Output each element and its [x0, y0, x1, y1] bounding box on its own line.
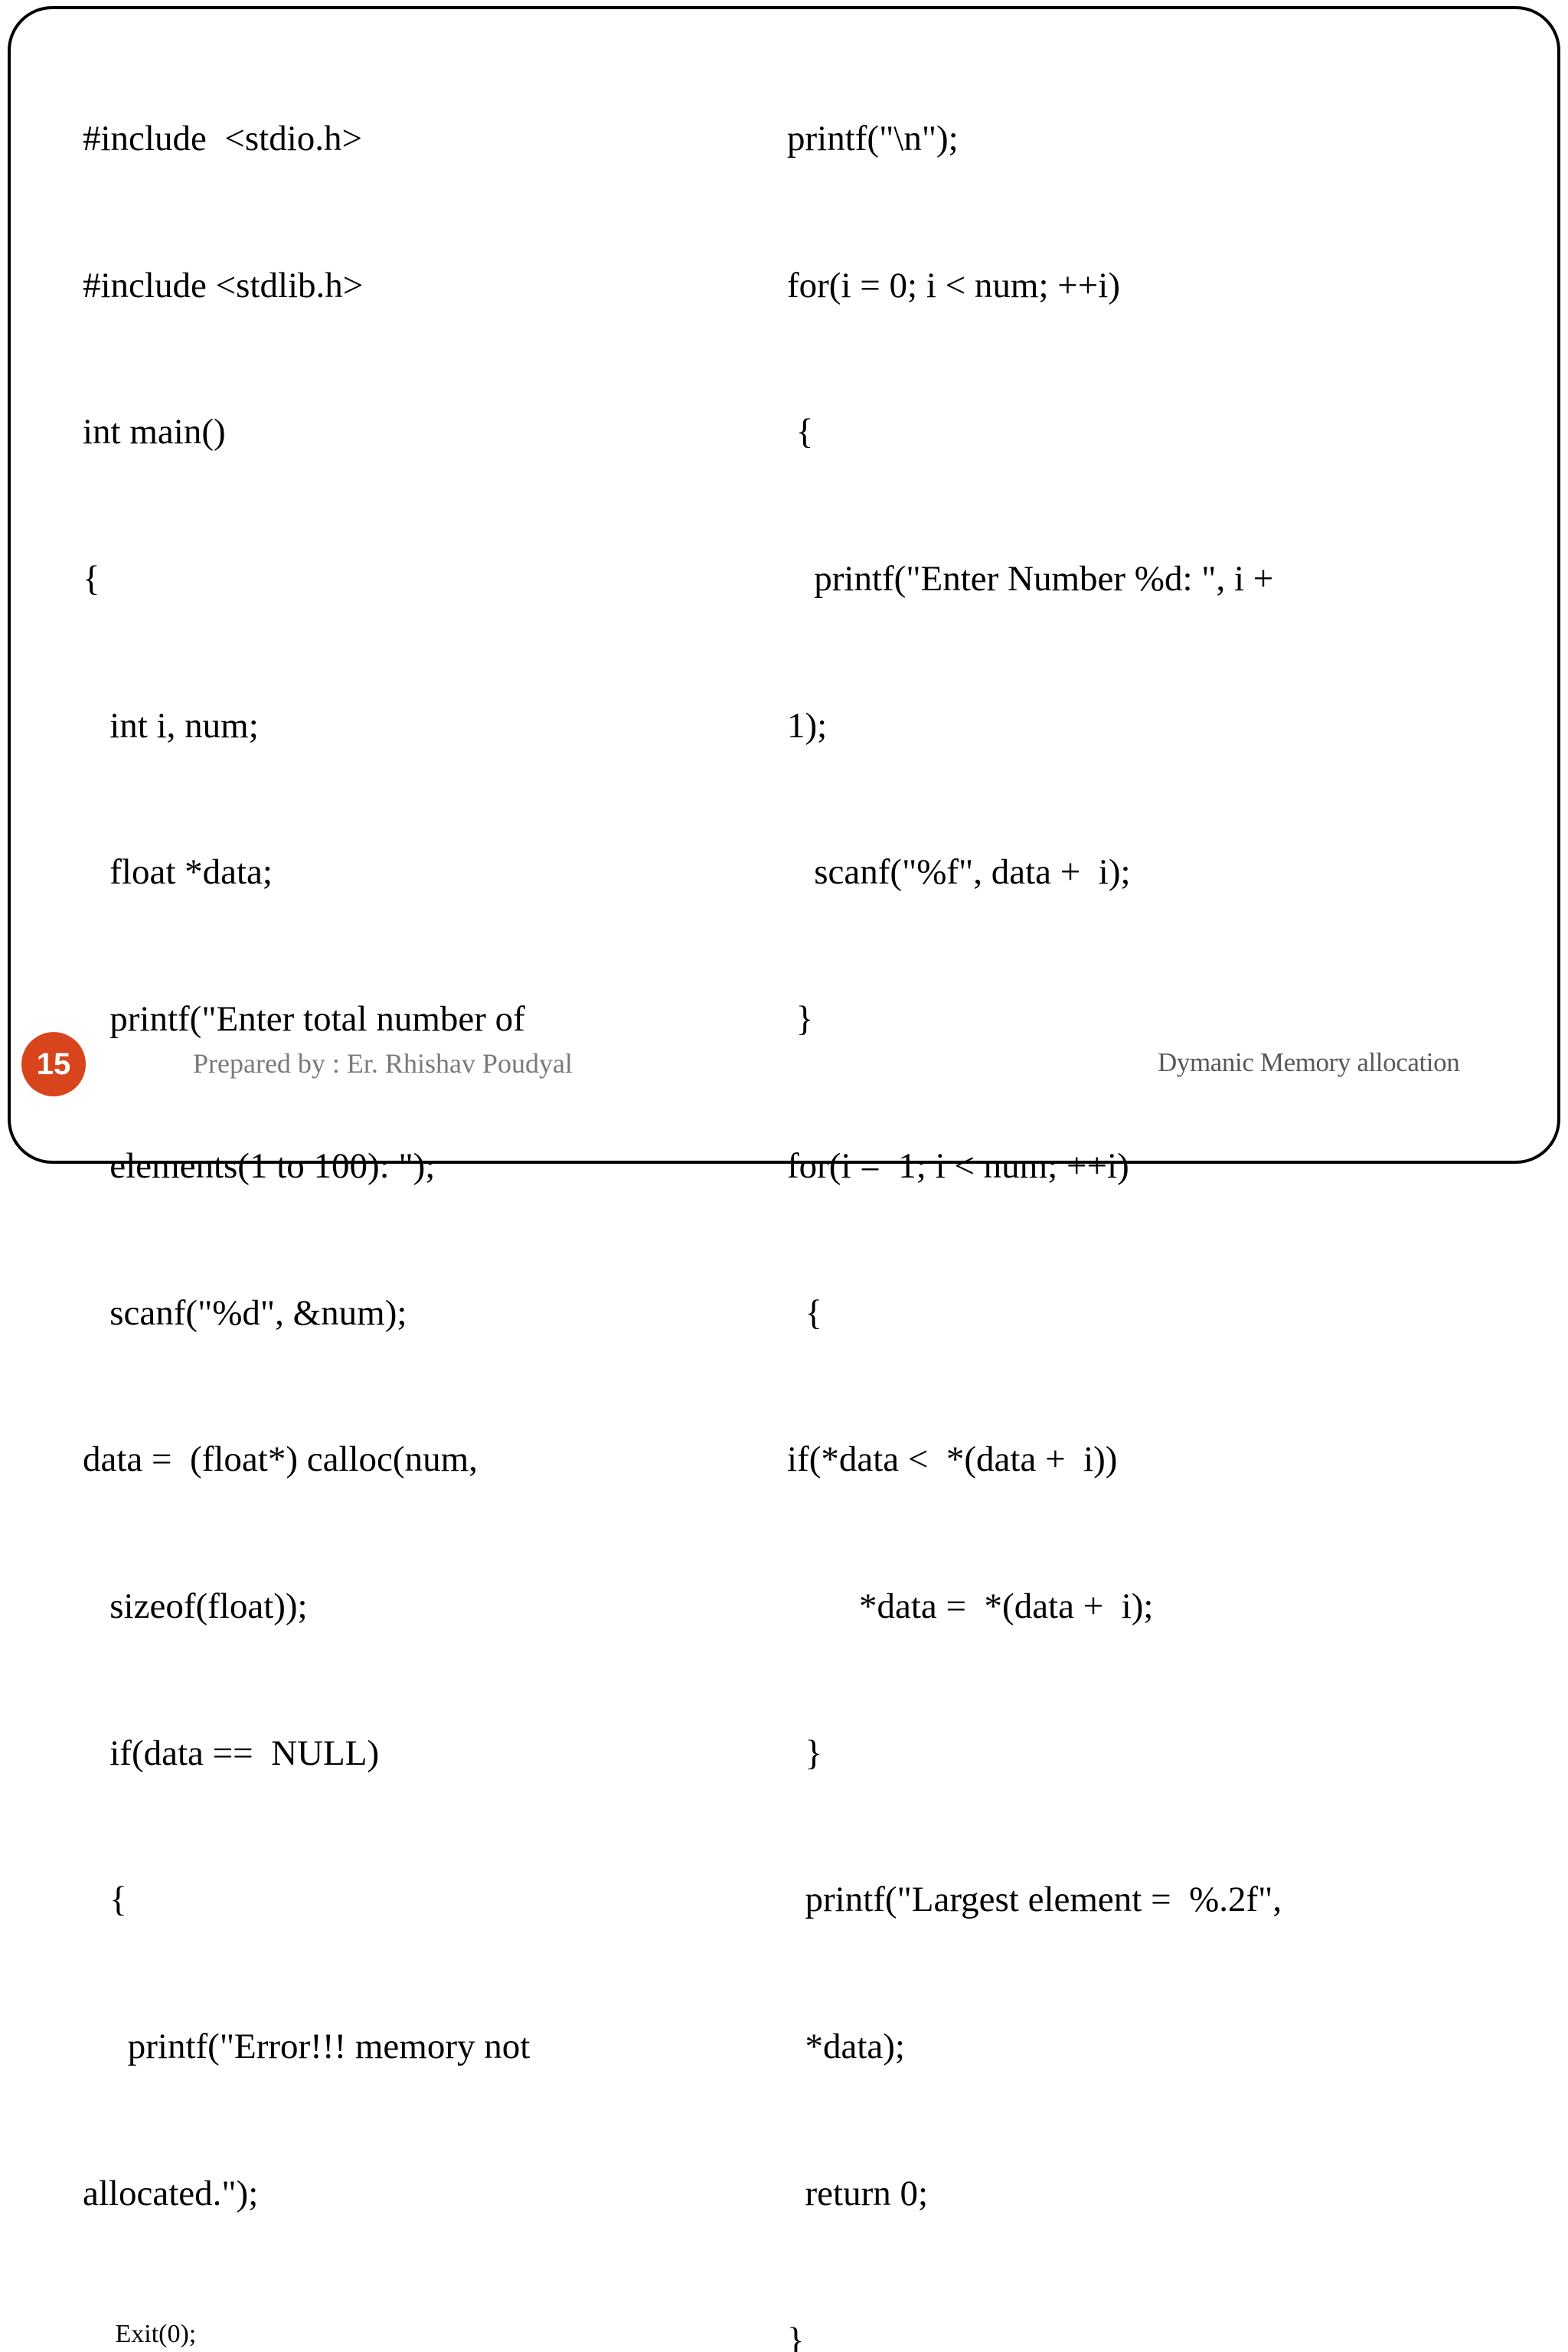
- code-content-area: #include <stdio.h> #include <stdlib.h> i…: [83, 119, 1282, 2352]
- code-line: return 0;: [787, 2173, 929, 2213]
- code-line: }: [787, 999, 814, 1040]
- code-line: {: [787, 1292, 823, 1333]
- slide-border-frame: [8, 6, 1560, 1164]
- code-line: *data = *(data + i);: [787, 1586, 1154, 1626]
- code-line: 1);: [787, 705, 828, 746]
- code-line: printf("Enter total number of: [83, 999, 525, 1040]
- prepared-by-label: Prepared by : Er. Rhishav Poudyal: [193, 1048, 573, 1079]
- footer-topic-label: Dymanic Memory allocation: [1158, 1047, 1460, 1077]
- code-line: printf("\n");: [787, 118, 959, 158]
- code-line: int i, num;: [83, 705, 259, 746]
- page-number-badge: 15: [21, 1032, 86, 1096]
- code-line: #include <stdlib.h>: [83, 265, 364, 305]
- code-line: allocated.");: [83, 2173, 259, 2213]
- code-column-right: printf("\n"); for(i = 0; i < num; ++i) {…: [787, 17, 1323, 2352]
- code-line: data = (float*) calloc(num,: [83, 1439, 478, 1480]
- code-line: {: [83, 558, 100, 599]
- code-line: }: [787, 2320, 805, 2352]
- code-line: sizeof(float));: [83, 1586, 308, 1626]
- code-line: *data);: [787, 2027, 906, 2067]
- code-line: scanf("%f", data + i);: [787, 852, 1131, 893]
- code-line: if(*data < *(data + i)): [787, 1439, 1118, 1480]
- code-line: float *data;: [83, 852, 273, 893]
- code-line: printf("Error!!! memory not: [83, 2027, 531, 2067]
- code-line: Exit(0);: [83, 2319, 197, 2348]
- code-line: printf("Enter Number %d: ", i +: [787, 558, 1274, 599]
- code-line: int main(): [83, 412, 226, 452]
- code-line: printf("Largest element = %.2f",: [787, 1880, 1282, 1920]
- code-line: for(i = 0; i < num; ++i): [787, 265, 1120, 305]
- code-line: if(data == NULL): [83, 1733, 380, 1773]
- code-line: {: [787, 412, 814, 452]
- code-line: }: [787, 1733, 823, 1773]
- code-column-left: #include <stdio.h> #include <stdlib.h> i…: [83, 17, 588, 2352]
- code-line: #include <stdio.h>: [83, 118, 363, 158]
- code-line: scanf("%d", &num);: [83, 1292, 407, 1333]
- code-line: elements(1 to 100): ");: [83, 1145, 436, 1186]
- code-line: for(i = 1; i < num; ++i): [787, 1145, 1129, 1186]
- code-line: {: [83, 1880, 127, 1920]
